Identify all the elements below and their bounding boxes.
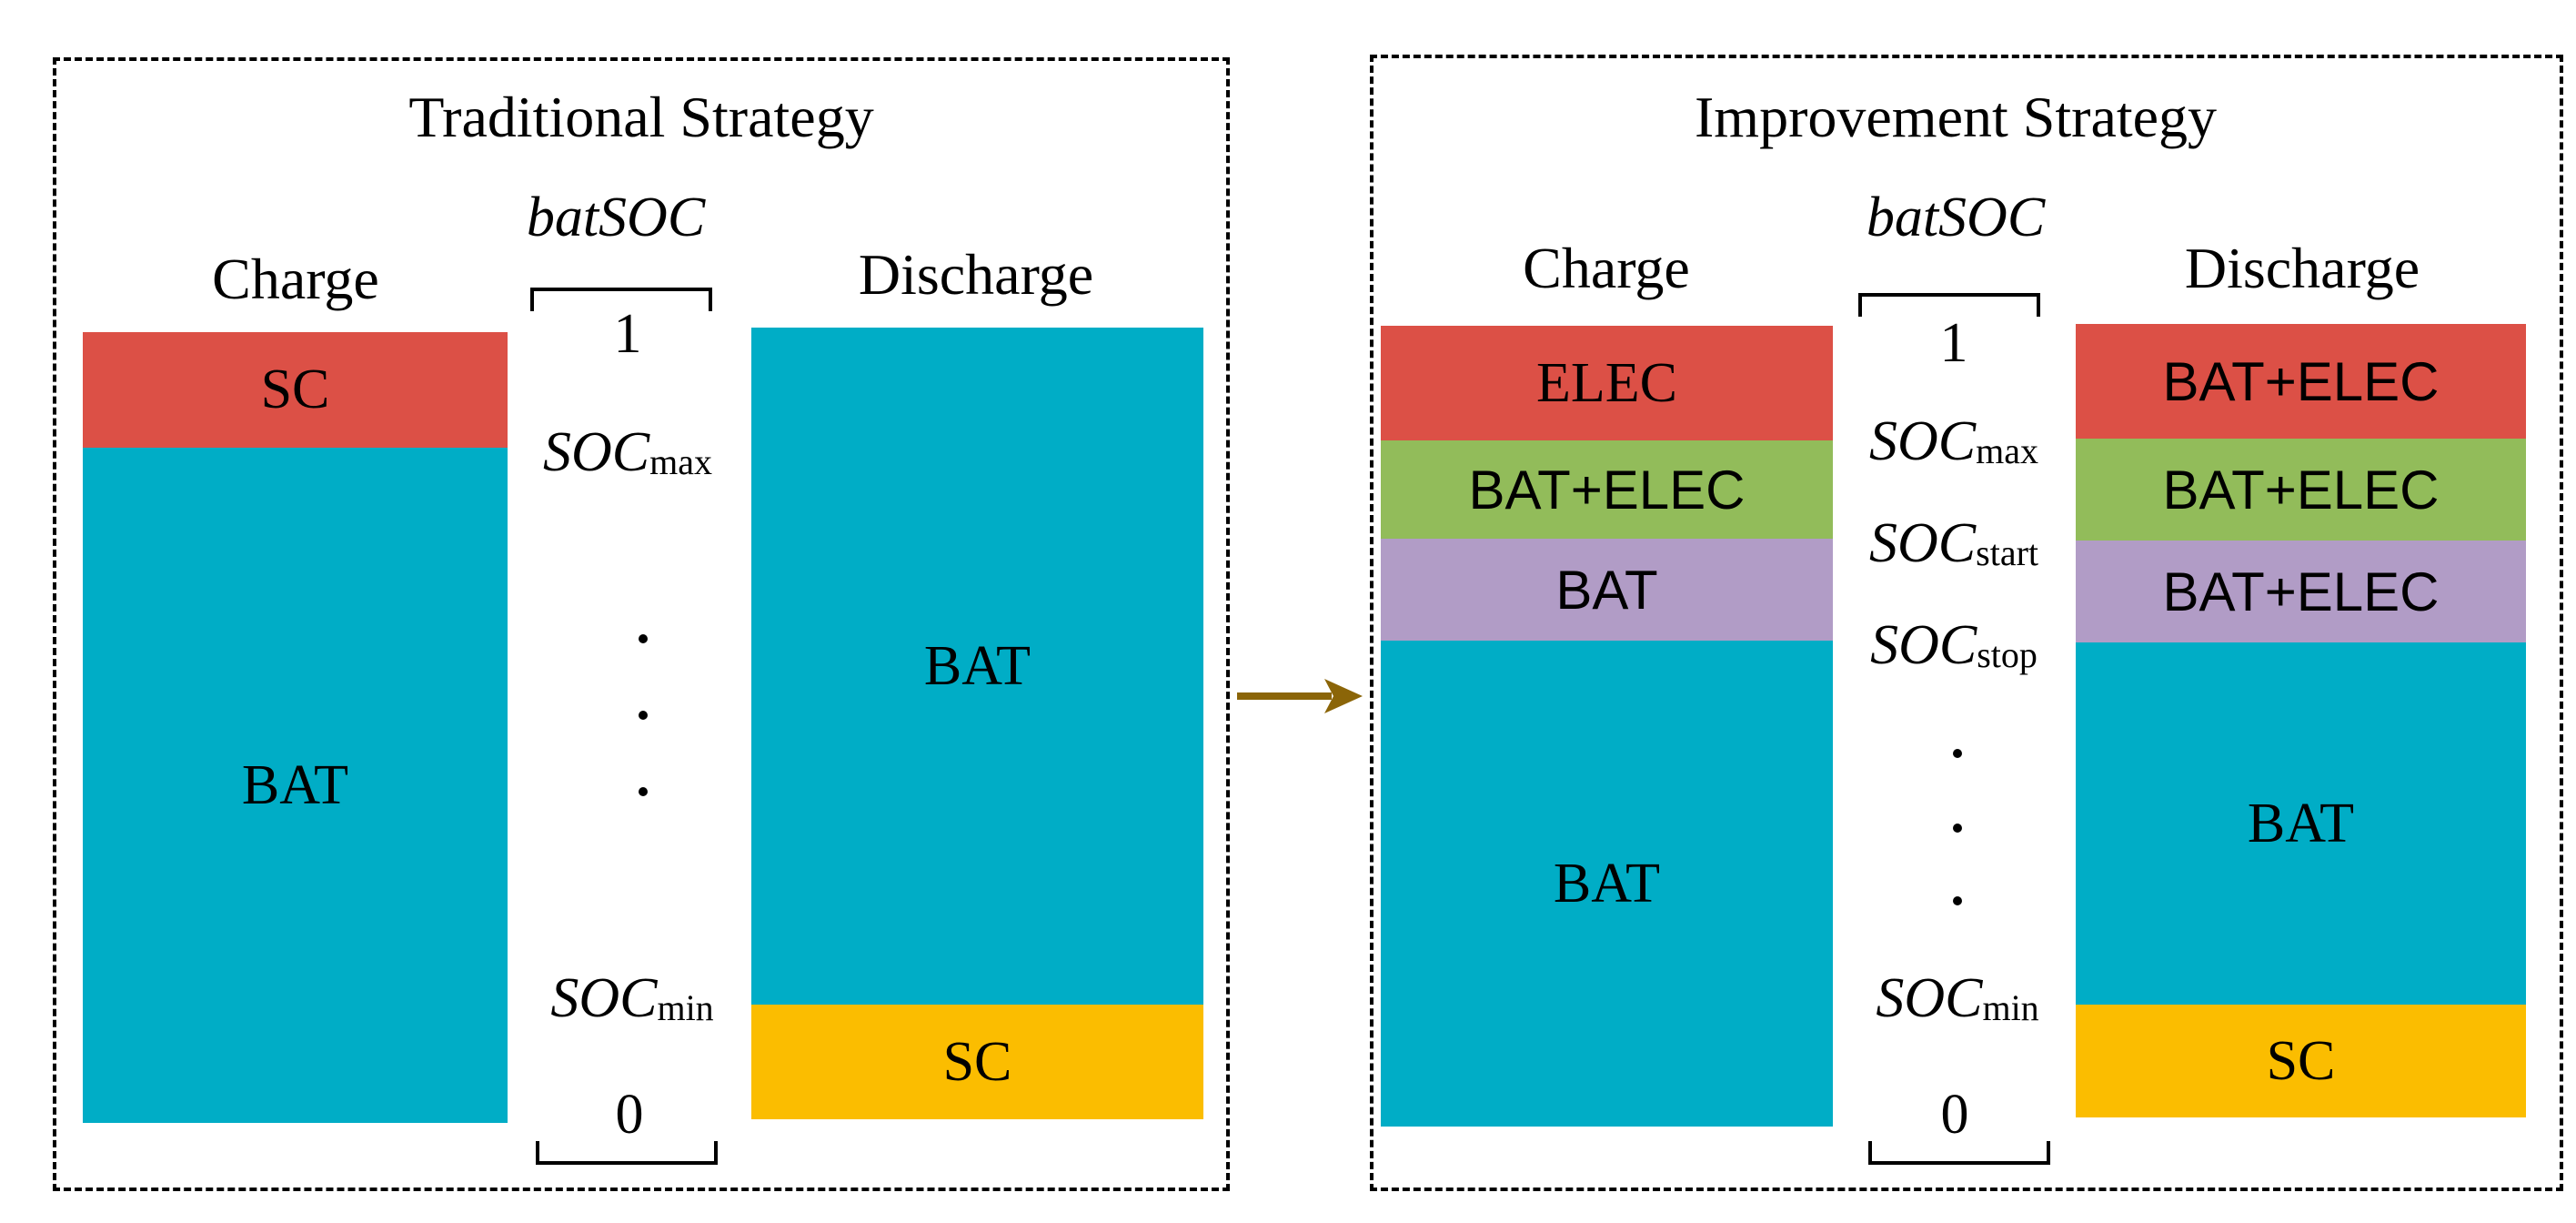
left-discharge-sc-segment: SC [751, 1005, 1203, 1119]
right-axis-dot [1953, 896, 1962, 905]
right-discharge-sc-segment: SC [2076, 1005, 2526, 1117]
segment-label: BAT+ELEC [2162, 350, 2440, 412]
right-charge-header: Charge [1523, 236, 1690, 300]
left-charge-sc-segment: SC [83, 332, 508, 448]
right-axis-bottom-bracket [1868, 1141, 2050, 1165]
segment-label: BAT [1553, 852, 1661, 915]
segment-label: BAT+ELEC [2162, 561, 2440, 622]
left-axis-title: batSOC [526, 187, 706, 248]
right-axis-one: 1 [1939, 312, 1968, 374]
segment-label: BAT+ELEC [2162, 459, 2440, 521]
traditional-strategy-panel [53, 57, 1230, 1191]
right-discharge-bat-segment: BAT [2076, 642, 2526, 1005]
right-axis-soc-max: SOCmax [1868, 410, 2039, 472]
right-charge-elec-segment: ELEC [1381, 326, 1833, 440]
right-discharge-bat-elec-segment-3: BAT+ELEC [2076, 541, 2526, 642]
right-charge-bat-main-segment: BAT [1381, 641, 1833, 1127]
improvement-strategy-title: Improvement Strategy [1694, 85, 2218, 149]
segment-label: ELEC [1536, 351, 1677, 414]
left-discharge-header: Discharge [858, 242, 1094, 307]
left-discharge-bat-segment: BAT [751, 328, 1203, 1005]
left-charge-header: Charge [212, 247, 379, 311]
left-axis-dot [639, 787, 648, 796]
segment-label: SC [2266, 1029, 2336, 1092]
segment-label: BAT [2247, 792, 2355, 854]
segment-label: BAT+ELEC [1468, 459, 1746, 521]
transition-arrow-icon [1237, 679, 1363, 713]
left-axis-soc-min: SOCmin [550, 967, 714, 1029]
right-axis-dot [1953, 749, 1962, 758]
right-axis-top-bracket [1858, 293, 2040, 317]
left-axis-one: 1 [613, 303, 642, 365]
right-axis-soc-start: SOCstart [1868, 512, 2039, 574]
left-axis-dot [639, 711, 648, 720]
right-axis-title: batSOC [1866, 187, 2046, 248]
right-axis-zero: 0 [1940, 1084, 1969, 1146]
left-axis-soc-max: SOCmax [542, 421, 713, 483]
left-axis-top-bracket [530, 288, 712, 311]
right-discharge-header: Discharge [2184, 236, 2420, 300]
segment-label: SC [260, 359, 330, 420]
right-charge-bat-elec-segment: BAT+ELEC [1381, 440, 1833, 539]
right-axis-soc-stop: SOCstop [1870, 614, 2038, 676]
segment-label: BAT [241, 753, 349, 816]
segment-label: BAT [1555, 559, 1658, 621]
right-axis-dot [1953, 824, 1962, 833]
right-discharge-bat-elec-segment-2: BAT+ELEC [2076, 439, 2526, 541]
improvement-strategy-panel [1370, 55, 2563, 1191]
segment-label: SC [942, 1030, 1012, 1093]
right-discharge-bat-elec-segment-1: BAT+ELEC [2076, 324, 2526, 439]
left-charge-bat-segment: BAT [83, 448, 508, 1123]
left-axis-zero: 0 [615, 1084, 644, 1146]
traditional-strategy-title: Traditional Strategy [408, 85, 874, 149]
right-axis-soc-min: SOCmin [1876, 967, 2039, 1029]
segment-label: BAT [923, 634, 1031, 697]
left-axis-dot [639, 634, 648, 643]
right-charge-bat-segment: BAT [1381, 539, 1833, 641]
left-axis-bottom-bracket [536, 1141, 718, 1165]
